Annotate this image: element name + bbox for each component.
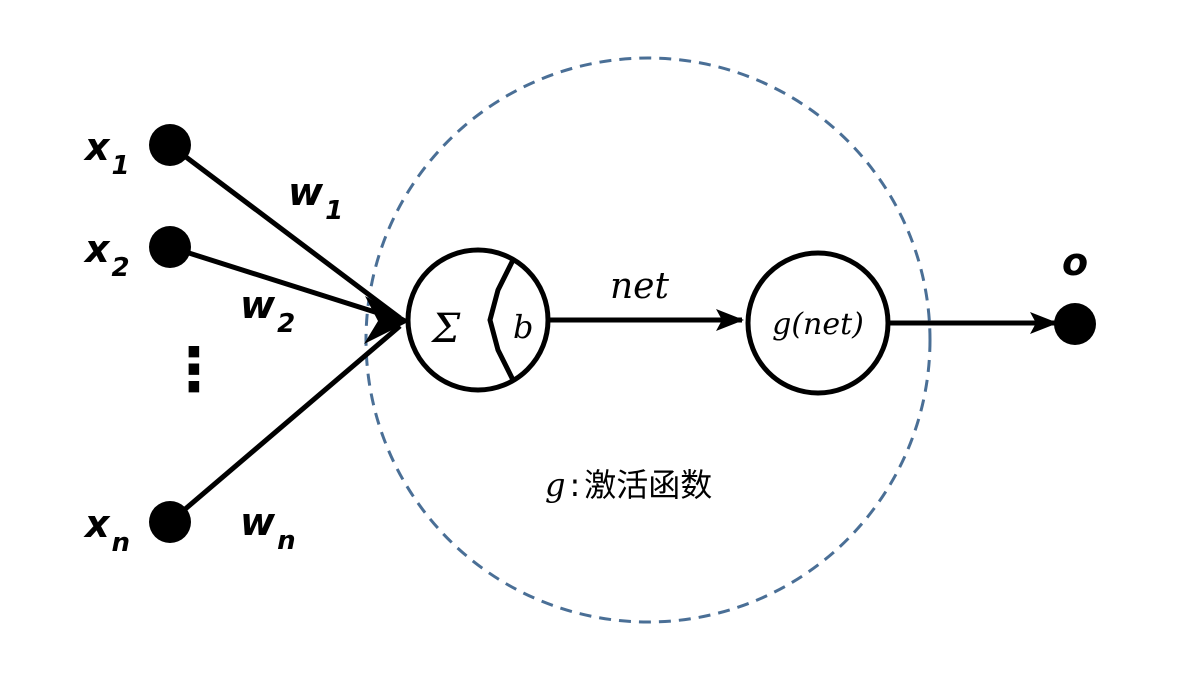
edge-xn [168,324,402,524]
edge-x1 [168,143,402,320]
neuron-boundary-dashed-circle [364,56,932,624]
input-node-x2 [149,226,191,268]
input-arrowhead [364,296,410,344]
net-label: net [610,266,669,307]
input-label-xn: xn [83,502,130,558]
output-node [1054,303,1096,345]
input-node-xn [149,501,191,543]
summation-bias-divider [487,256,517,384]
weight-label-w2: w2 [240,283,295,339]
summation-symbol: Σ [430,306,461,352]
edge-x2 [169,244,401,323]
input-ellipsis: ⋮ [164,335,224,405]
input-label-x2: x2 [83,227,130,283]
output-label: o [1062,240,1088,284]
bias-label: b [513,308,533,346]
weight-label-w1: w1 [288,170,343,226]
weight-label-wn: wn [240,500,296,556]
input-node-x1 [149,124,191,166]
activation-note: g:激活函数 [545,466,712,504]
input-label-x1: x1 [83,125,130,181]
activation-node-label: g(net) [772,307,864,342]
